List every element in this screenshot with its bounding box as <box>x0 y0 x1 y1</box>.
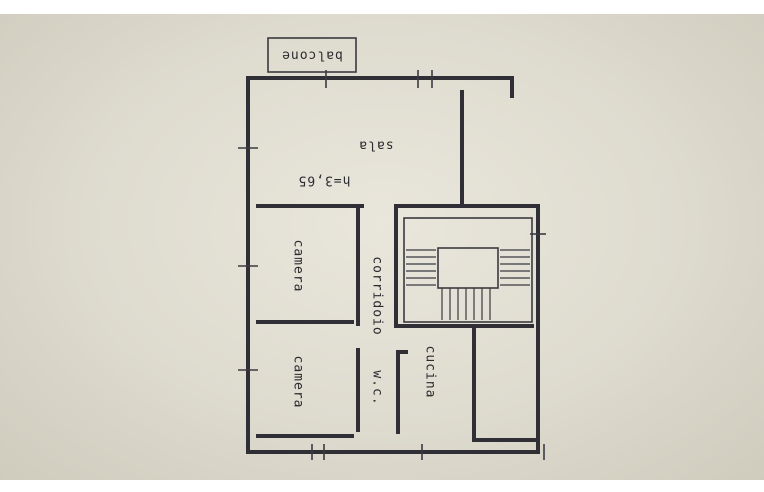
balcony-outline <box>267 37 357 73</box>
stair-block <box>403 217 533 323</box>
label-camera-top: camera <box>291 240 306 293</box>
label-camera-bottom: camera <box>291 356 306 409</box>
label-corridoio: corridoio <box>370 256 385 335</box>
label-balcone: balcone <box>281 48 343 63</box>
label-wc: w.c. <box>370 370 385 405</box>
photo-background <box>0 14 764 480</box>
window-marks <box>238 70 546 460</box>
label-sala: sala <box>358 138 393 153</box>
inner-walls <box>256 204 534 438</box>
label-height: h=3,65 <box>298 173 351 188</box>
outer-walls <box>246 76 540 454</box>
label-cucina: cucina <box>423 346 438 399</box>
